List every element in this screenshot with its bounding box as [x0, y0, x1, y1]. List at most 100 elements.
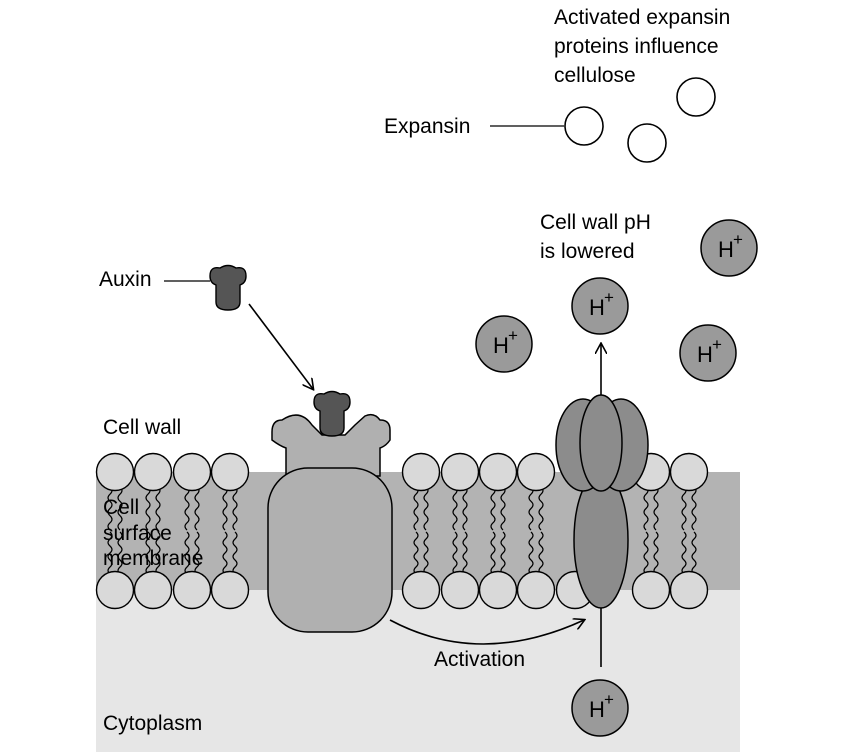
activation-arrow: [389, 620, 584, 645]
phospholipid-tail: [413, 531, 419, 575]
proton-symbol: H: [718, 237, 734, 262]
phospholipid-tail: [528, 486, 534, 531]
auxin-label: Auxin: [99, 268, 152, 291]
proton-ion: H+: [700, 219, 758, 277]
membrane-label-line1: Cell: [103, 496, 139, 519]
phospholipid-head: [440, 570, 480, 610]
phospholipid-tail: [107, 531, 113, 575]
phospholipid-tail: [107, 486, 113, 531]
phospholipid-tail: [681, 531, 687, 575]
phospholipid-head: [478, 452, 518, 492]
auxin-bound-molecule: [313, 390, 351, 437]
proton-charge: +: [604, 690, 614, 709]
proton-ion: H+: [679, 324, 737, 382]
ph-label-line1: Cell wall pH: [540, 211, 651, 234]
phospholipid-head: [172, 570, 212, 610]
expansin-protein: [564, 106, 604, 146]
proton-charge: +: [508, 326, 518, 345]
phospholipid-head: [669, 570, 709, 610]
activated-expansin-label-line2: proteins influence: [554, 35, 719, 58]
proton-charge: +: [733, 230, 743, 249]
phospholipid-tail: [538, 531, 544, 575]
phospholipid-tail: [423, 486, 429, 531]
phospholipid-tail: [528, 531, 534, 575]
phospholipid-head: [210, 570, 250, 610]
phospholipid-head: [440, 452, 480, 492]
phospholipid-tail: [490, 531, 496, 575]
phospholipid-tail: [232, 486, 238, 531]
ph-label-line2: is lowered: [540, 240, 635, 263]
phospholipid-head: [172, 452, 212, 492]
phospholipid-tail: [691, 486, 697, 531]
cytoplasm-label: Cytoplasm: [103, 712, 202, 735]
phospholipid-tail: [184, 531, 190, 575]
phospholipid-tail: [117, 486, 123, 531]
phospholipid-head: [401, 570, 441, 610]
phospholipid-tail: [145, 486, 151, 531]
phospholipid-tail: [653, 531, 659, 575]
phospholipid-tail: [538, 486, 544, 531]
phospholipid-head: [133, 452, 173, 492]
proton-symbol: H: [589, 697, 605, 722]
activated-expansin-label-line1: Activated expansin: [554, 6, 730, 29]
phospholipid-tail: [500, 486, 506, 531]
phospholipid-head: [95, 570, 135, 610]
phospholipid-head: [133, 570, 173, 610]
phospholipid-tail: [155, 531, 161, 575]
phospholipid-head: [401, 452, 441, 492]
phospholipid-tail: [681, 486, 687, 531]
proton-charge: +: [604, 288, 614, 307]
phospholipid-tail: [500, 531, 506, 575]
phospholipid-tail: [490, 486, 496, 531]
phospholipid-tail: [452, 531, 458, 575]
phospholipid-tail: [423, 531, 429, 575]
phospholipid-tail: [413, 486, 419, 531]
proton-ion: H+: [475, 315, 533, 373]
phospholipid-tail: [462, 486, 468, 531]
phospholipid-tail: [194, 486, 200, 531]
phospholipid-tails: [107, 486, 697, 575]
phospholipid-head: [516, 570, 556, 610]
auxin-receptor: [267, 413, 393, 633]
proton-ion: H+: [571, 277, 629, 335]
phospholipid-tail: [232, 531, 238, 575]
proton-ion: H+: [571, 679, 629, 737]
phospholipid-head: [631, 570, 671, 610]
phospholipid-tail: [155, 486, 161, 531]
proton-symbol: H: [589, 295, 605, 320]
phospholipid-head: [478, 570, 518, 610]
proton-symbol: H: [493, 333, 509, 358]
phospholipid-tail: [222, 531, 228, 575]
phospholipid-tail: [462, 531, 468, 575]
membrane-label-line2: surface: [103, 522, 172, 545]
expansin-label: Expansin: [384, 115, 470, 138]
phospholipid-tail: [653, 486, 659, 531]
auxin-molecule: [209, 264, 247, 311]
phospholipid-tail: [194, 531, 200, 575]
membrane-label-line3: membrane: [103, 547, 203, 570]
expansin-protein: [676, 77, 716, 117]
phospholipid-tail: [691, 531, 697, 575]
proton-ions: H+H+H+H+H+: [475, 219, 758, 737]
proton-pump: [555, 394, 649, 609]
expansin-protein: [627, 123, 667, 163]
phospholipid-head: [516, 452, 556, 492]
phospholipid-tail: [222, 486, 228, 531]
phospholipid-head: [95, 452, 135, 492]
phospholipid-tail: [643, 486, 649, 531]
activation-label: Activation: [434, 648, 525, 671]
phospholipid-head: [210, 452, 250, 492]
cell-wall-label: Cell wall: [103, 416, 181, 439]
phospholipid-head: [669, 452, 709, 492]
proton-symbol: H: [697, 342, 713, 367]
auxin-binding-arrow: [248, 303, 313, 389]
phospholipid-tail: [643, 531, 649, 575]
phospholipid-tail: [184, 486, 190, 531]
phospholipid-tail: [452, 486, 458, 531]
phospholipid-tail: [117, 531, 123, 575]
phospholipid-tail: [145, 531, 151, 575]
activated-expansin-label-line3: cellulose: [554, 64, 636, 87]
proton-charge: +: [712, 335, 722, 354]
